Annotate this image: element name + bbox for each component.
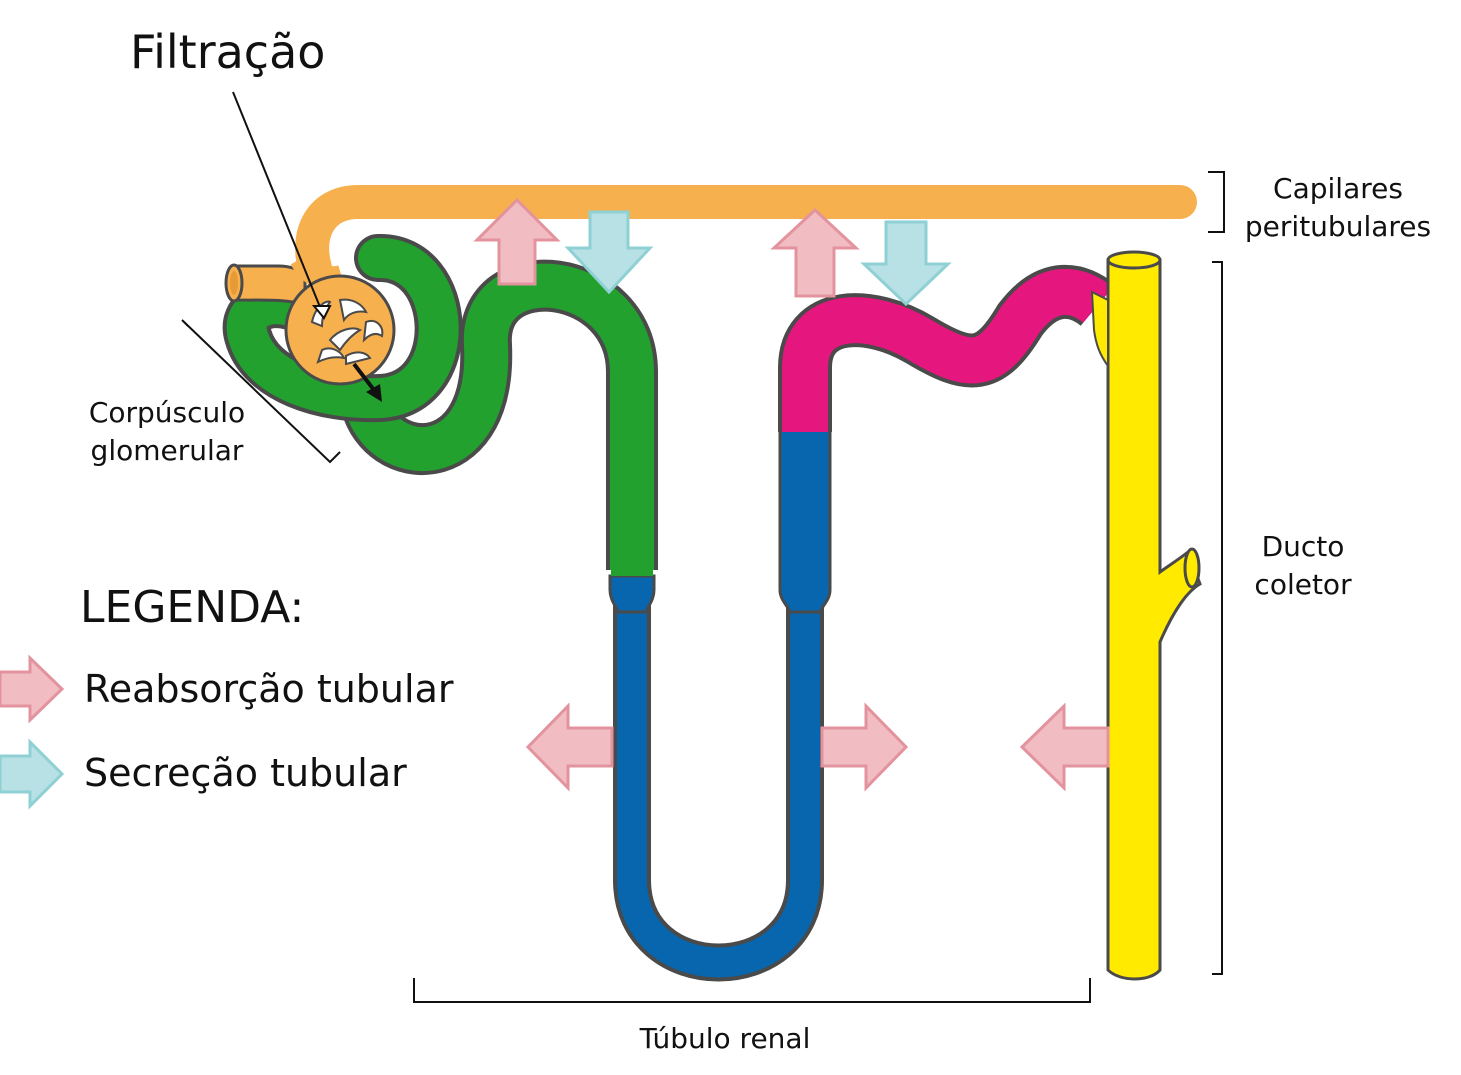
filtrate-arrow xyxy=(352,362,382,402)
reabsorption-arrow-left-1 xyxy=(525,702,614,792)
reabsorption-arrow-right-1 xyxy=(820,702,909,792)
reabsorption-arrow-left-2 xyxy=(1019,702,1110,792)
corpuscle-label-line1: Corpúsculo xyxy=(89,396,245,429)
secretion-arrow-down-2 xyxy=(860,220,952,307)
afferent-arteriole xyxy=(224,263,307,308)
reabsorption-arrow-up-1 xyxy=(473,197,561,286)
corpuscle-label-line2: glomerular xyxy=(91,434,244,467)
legend-reabsorption-label: Reabsorção tubular xyxy=(84,667,454,711)
filtration-label: Filtração xyxy=(130,25,325,79)
legend-reabsorption-arrow xyxy=(0,654,65,724)
proximal-tubule xyxy=(343,259,658,570)
collecting-duct-label-line2: coletor xyxy=(1254,568,1352,601)
corpuscle-bracket xyxy=(181,319,341,464)
secretion-arrow-down-1 xyxy=(564,210,654,295)
collecting-duct-bracket xyxy=(1212,261,1223,975)
legend-secretion-arrow xyxy=(0,738,65,810)
capillaries-bracket xyxy=(1208,171,1225,233)
legend-title: LEGENDA: xyxy=(80,582,304,633)
capillaries-label-line1: Capilares xyxy=(1273,172,1403,205)
loop-of-henle xyxy=(608,428,832,982)
bowman-capsule xyxy=(222,234,463,423)
collecting-duct-label-line1: Ducto xyxy=(1262,530,1345,563)
reabsorption-arrow-up-2 xyxy=(770,207,860,298)
legend-secretion-label: Secreção tubular xyxy=(84,751,407,795)
glomerulus xyxy=(284,250,396,386)
collecting-duct xyxy=(1090,250,1202,981)
renal-tubule-label: Túbulo renal xyxy=(639,1022,811,1055)
distal-tubule xyxy=(778,264,1116,432)
filtration-pointer xyxy=(232,91,332,320)
capillaries-label-line2: peritubulares xyxy=(1245,210,1431,243)
peritubular-capillary xyxy=(295,185,1197,285)
renal-tubule-bracket xyxy=(413,978,1091,1003)
